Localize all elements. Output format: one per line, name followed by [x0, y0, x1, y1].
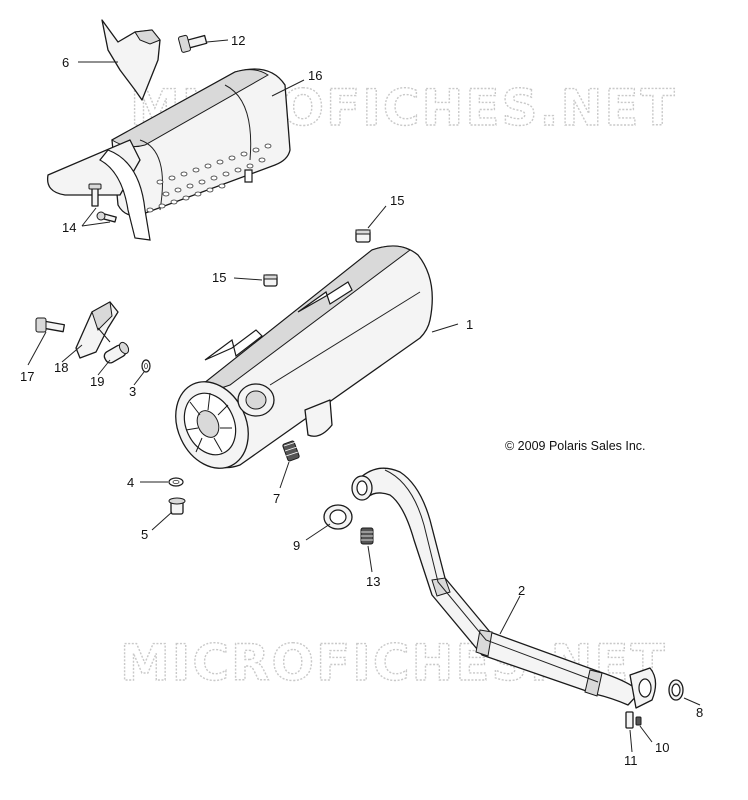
callout-1: 1 [466, 317, 473, 332]
part-17-bolt [35, 317, 66, 333]
part-13-spring [360, 527, 374, 545]
part-15-clip-upper [355, 229, 371, 243]
callout-8: 8 [696, 705, 703, 720]
callout-7: 7 [273, 491, 280, 506]
part-10-nut [635, 716, 642, 726]
callout-5: 5 [141, 527, 148, 542]
callout-6: 6 [62, 55, 69, 70]
part-1-muffler [175, 245, 433, 469]
callout-19: 19 [90, 374, 104, 389]
part-9-gasket [323, 504, 353, 530]
callout-18: 18 [54, 360, 68, 375]
part-2-head-pipe [351, 467, 684, 709]
callout-10: 10 [655, 740, 669, 755]
part-6-bracket [101, 19, 161, 101]
callout-2: 2 [518, 583, 525, 598]
part-12-screw [178, 34, 208, 53]
part-15-clip-lower [263, 274, 278, 287]
callout-13: 13 [366, 574, 380, 589]
part-5-nut [168, 497, 186, 515]
part-19-spacer [103, 341, 130, 364]
part-16-heat-shield [46, 68, 291, 241]
part-14-bolts [88, 183, 117, 223]
part-3-washer [141, 359, 151, 373]
callout-9: 9 [293, 538, 300, 553]
callout-3: 3 [129, 384, 136, 399]
copyright-notice: © 2009 Polaris Sales Inc. [505, 439, 646, 453]
callout-15-lower: 15 [212, 270, 226, 285]
callout-14: 14 [62, 220, 76, 235]
callout-17: 17 [20, 369, 34, 384]
part-11-stud [625, 711, 634, 729]
callout-16: 16 [308, 68, 322, 83]
callout-15-upper: 15 [390, 193, 404, 208]
callout-11: 11 [624, 753, 638, 768]
callout-4: 4 [127, 475, 134, 490]
part-4-washer [168, 477, 184, 487]
callout-12: 12 [231, 33, 245, 48]
leader-lines [27, 39, 701, 753]
part-7-spring [282, 440, 300, 462]
